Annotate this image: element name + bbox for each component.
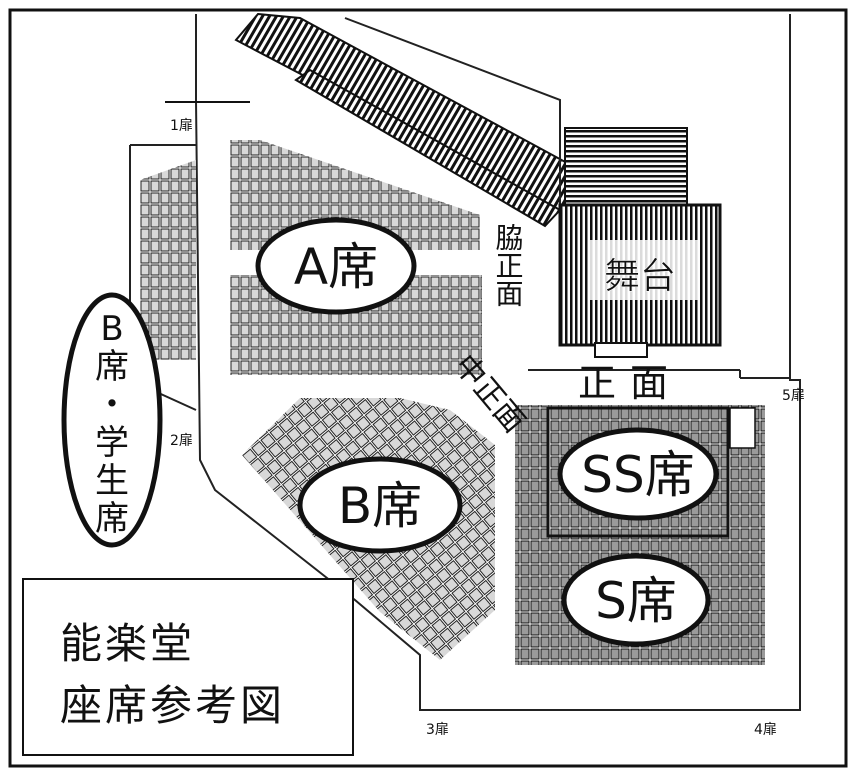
oval-a bbox=[255, 217, 417, 315]
oval-b-student bbox=[61, 292, 163, 548]
oval-s bbox=[561, 553, 711, 647]
oval-b bbox=[297, 456, 463, 554]
svg-text:B: B bbox=[100, 309, 123, 349]
door-2-label: 2扉 bbox=[170, 433, 193, 449]
svg-text:・: ・ bbox=[95, 385, 129, 425]
door-3-label: 3扉 bbox=[426, 722, 449, 738]
door-1-label: 1扉 bbox=[170, 118, 193, 134]
stage bbox=[558, 127, 722, 358]
door-4-label: 4扉 bbox=[754, 722, 777, 738]
svg-text:学: 学 bbox=[95, 423, 129, 463]
legend-title-line2: 座席参考図 bbox=[60, 681, 286, 730]
door-5-label: 5扉 bbox=[782, 388, 805, 404]
label-section-b-student: B 席 ・ 学 生 席 bbox=[95, 309, 129, 539]
section-ovals bbox=[61, 217, 719, 647]
svg-text:席: 席 bbox=[95, 347, 129, 387]
label-section-b: B席 bbox=[338, 477, 422, 535]
legend-box: 能楽堂 座席参考図 bbox=[22, 578, 354, 756]
label-stage: 舞台 bbox=[604, 256, 676, 297]
svg-text:席: 席 bbox=[95, 499, 129, 539]
label-section-s: S席 bbox=[595, 572, 677, 630]
label-section-a: A席 bbox=[294, 238, 378, 296]
label-shomen: 正面 bbox=[578, 361, 682, 405]
label-section-ss: SS席 bbox=[581, 446, 694, 504]
section-b-student-seats bbox=[140, 160, 196, 360]
svg-text:生: 生 bbox=[95, 461, 129, 501]
legend-title-line1: 能楽堂 bbox=[60, 619, 196, 668]
label-waki-shomen: 脇正面 bbox=[492, 223, 525, 307]
oval-ss bbox=[557, 427, 719, 521]
